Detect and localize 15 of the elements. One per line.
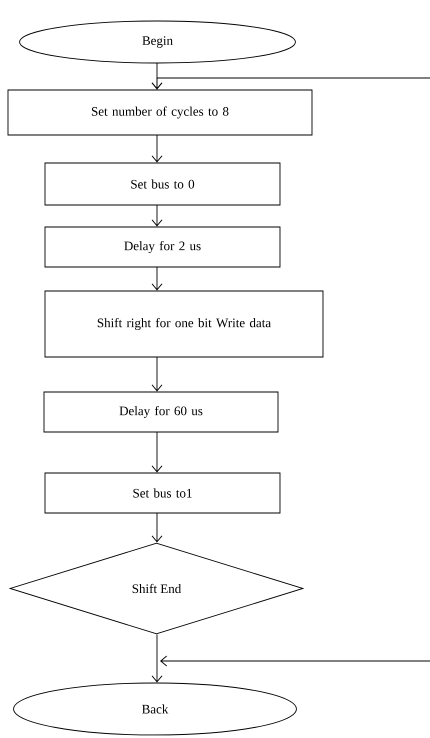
process-box: Delay for 2 us [44,226,280,268]
process-box: Delay for 60 us [44,392,278,432]
loop-arrow [152,78,430,90]
process-box: Set bus to 0 [44,162,280,206]
arrow [152,205,162,227]
process-box: Shift right for one bit Write data [44,290,324,358]
arrow [152,267,162,291]
loop-arrow [160,656,430,666]
process-box: Set bus to1 [44,472,280,514]
arrow [152,634,162,683]
arrow [152,513,162,543]
process-box: Set number of cycles to 8 [8,90,312,136]
arrow [152,432,162,473]
arrow [152,357,162,392]
arrow [152,135,162,163]
